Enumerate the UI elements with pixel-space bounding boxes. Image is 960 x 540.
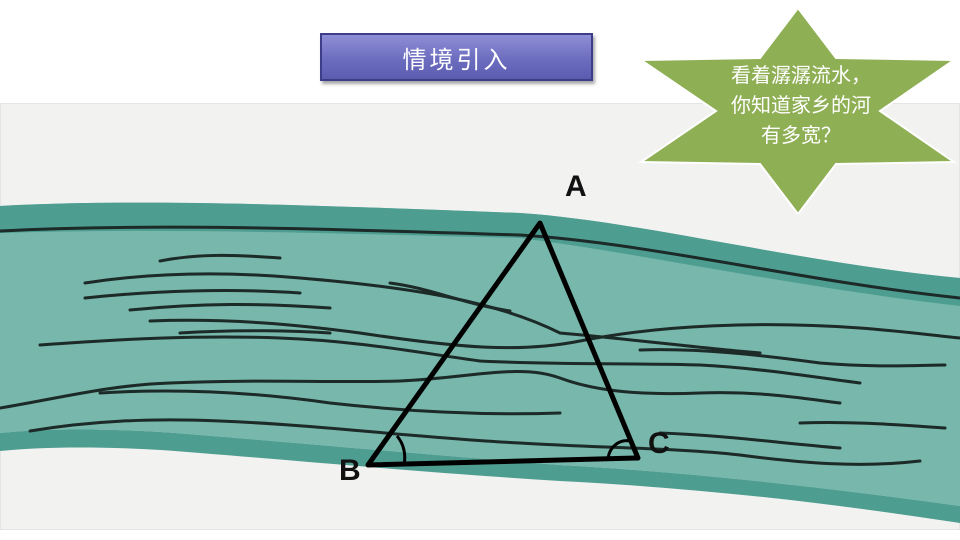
title-banner: 情境引入 bbox=[320, 33, 593, 81]
flow-line bbox=[158, 253, 282, 263]
flow-line bbox=[128, 302, 332, 312]
flow-line bbox=[28, 418, 922, 466]
angle-c-arc bbox=[606, 439, 631, 459]
flow-line bbox=[798, 420, 947, 430]
angle-b-arc bbox=[395, 435, 407, 466]
flow-line bbox=[658, 431, 842, 450]
flow-line bbox=[178, 329, 332, 335]
flow-lines bbox=[0, 225, 960, 466]
flow-line bbox=[0, 369, 842, 410]
slide-title: 情境引入 bbox=[402, 45, 511, 74]
flow-line bbox=[98, 389, 562, 416]
flow-line bbox=[38, 335, 862, 385]
point-label-a: A bbox=[565, 170, 587, 203]
callout-text: 看着潺潺流水， 你知道家乡的河 有多宽？ bbox=[691, 60, 911, 150]
river-lower-bank bbox=[0, 429, 960, 523]
river-water bbox=[0, 202, 960, 507]
question-callout: 看着潺潺流水， 你知道家乡的河 有多宽？ bbox=[636, 6, 959, 216]
callout-line-3: 有多宽？ bbox=[761, 123, 841, 147]
flow-line bbox=[0, 225, 960, 300]
flow-line bbox=[638, 348, 947, 368]
flow-line bbox=[388, 281, 512, 313]
point-label-b: B bbox=[339, 454, 361, 487]
triangle-sides bbox=[365, 220, 641, 468]
callout-line-2: 你知道家乡的河 bbox=[731, 93, 871, 117]
point-label-c: C bbox=[648, 427, 670, 460]
flow-line bbox=[83, 289, 302, 300]
triangle-abc bbox=[365, 220, 641, 468]
flow-line bbox=[148, 318, 960, 350]
callout-line-1: 看着潺潺流水， bbox=[731, 63, 871, 87]
